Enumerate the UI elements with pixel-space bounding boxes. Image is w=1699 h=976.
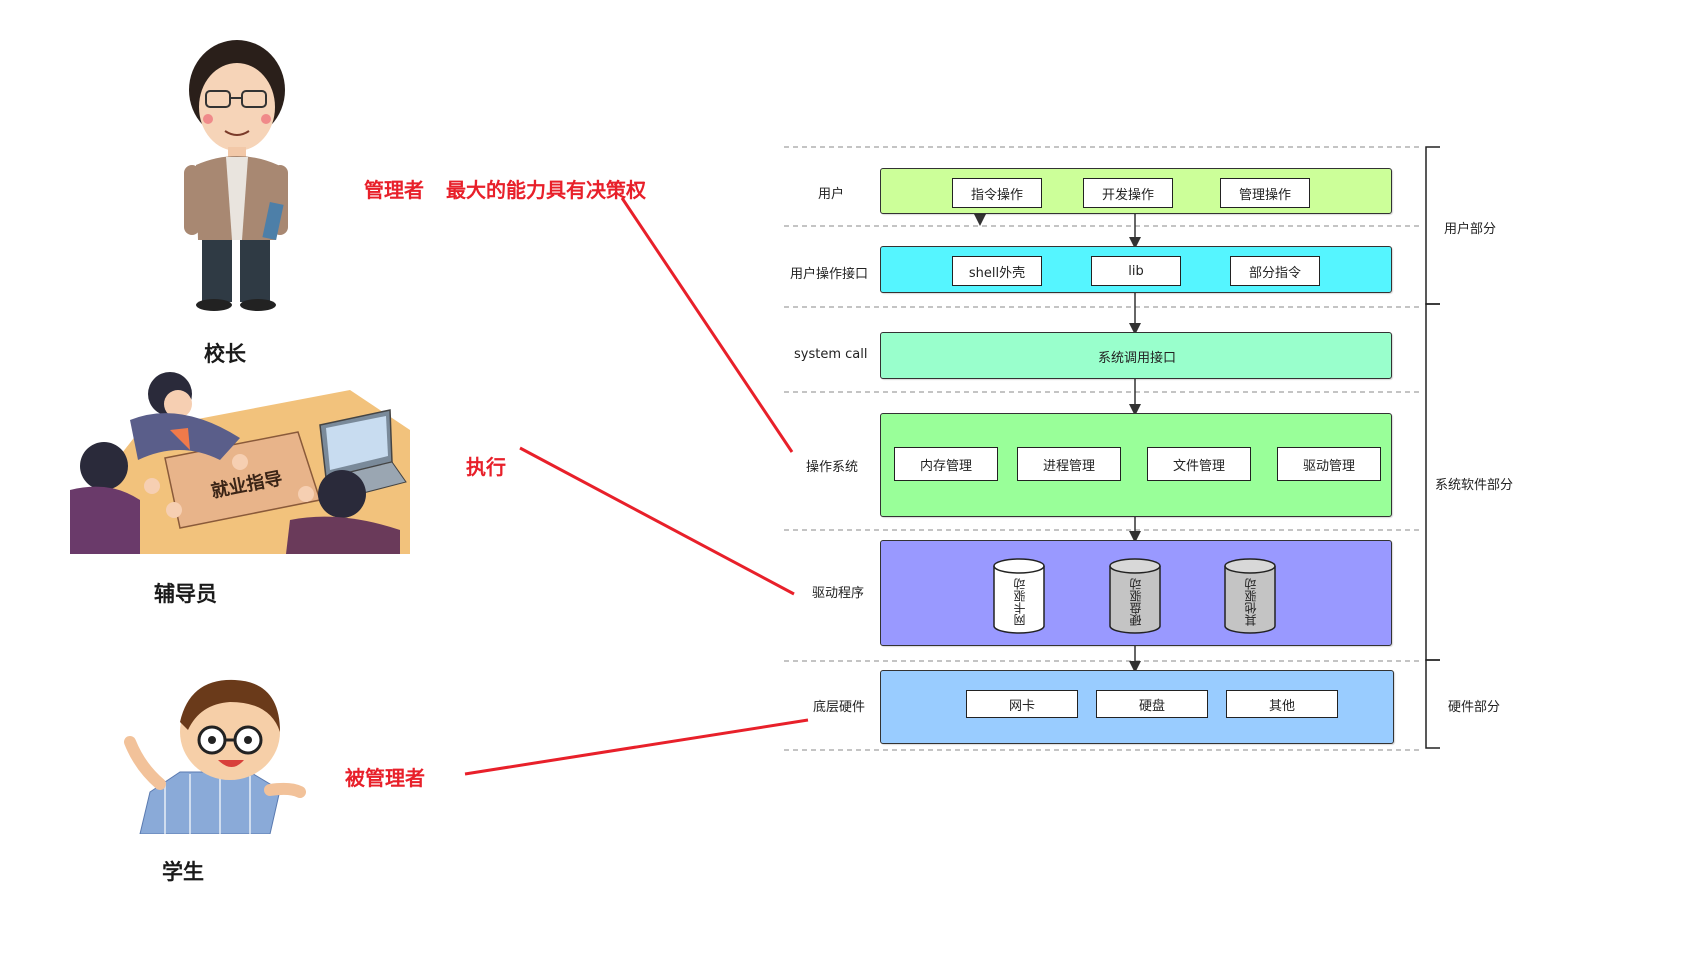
hardware-box-3: 其他 [1226,690,1338,718]
layer-label-user: 用户 [818,187,845,202]
part-label-user: 用户部分 [1444,222,1497,237]
connector-managed-hardware [464,718,809,776]
user-box-1: 指令操作 [952,178,1042,208]
interface-box-2: lib [1091,256,1181,286]
manager-desc: 最大的能力具有决策权 [446,178,646,202]
layer-label-os: 操作系统 [806,460,859,475]
part-label-software: 系统软件部分 [1435,478,1514,493]
interface-box-3: 部分指令 [1230,256,1320,286]
part-label-hardware: 硬件部分 [1448,700,1501,715]
os-box-4: 驱动管理 [1277,447,1381,481]
cylinder-nic-driver [993,558,1045,634]
counselor-illustration: 就业指导 [70,372,410,554]
managed-label: 被管理者 [345,766,425,790]
layer-label-driver: 驱动程序 [812,586,865,601]
user-box-3: 管理操作 [1220,178,1310,208]
connector-manager-os [620,197,794,453]
hardware-box-1: 网卡 [966,690,1078,718]
cylinder-label-3: 其他驱动 [1244,578,1258,626]
executor-label: 执行 [466,455,506,479]
manager-label: 管理者 [364,178,424,202]
layer-label-system-call: system call [794,347,868,362]
cylinder-disk-driver [1109,558,1161,634]
cylinder-label-1: 网卡驱动 [1013,578,1027,626]
os-box-1: 内存管理 [894,447,998,481]
student-illustration [124,679,306,834]
principal-illustration [184,40,288,311]
os-box-3: 文件管理 [1147,447,1251,481]
cylinder-label-2: 硬盘驱动 [1129,578,1143,626]
connector-executor-driver [519,446,795,596]
syscall-text: 系统调用接口 [1098,351,1177,366]
layer-label-hardware: 底层硬件 [813,700,866,715]
counselor-caption: 辅导员 [154,582,217,606]
interface-box-1: shell外壳 [952,256,1042,286]
layer-label-user-interface: 用户操作接口 [790,267,869,282]
principal-caption: 校长 [204,342,246,366]
cylinder-other-driver [1224,558,1276,634]
student-caption: 学生 [162,860,204,884]
hardware-box-2: 硬盘 [1096,690,1208,718]
user-box-2: 开发操作 [1083,178,1173,208]
band-system-call [880,332,1392,379]
os-box-2: 进程管理 [1017,447,1121,481]
